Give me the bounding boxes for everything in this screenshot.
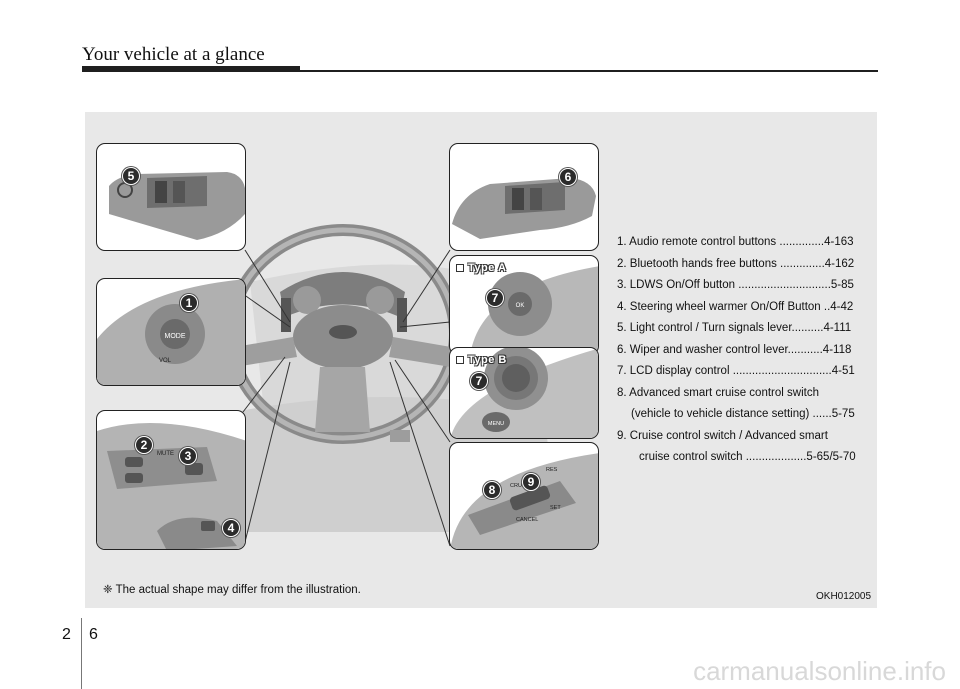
- inset-light-control-lever: [96, 143, 246, 251]
- vol-label: VOL: [159, 358, 172, 364]
- inset-lcd-control-type-a: OK Type A: [449, 255, 599, 355]
- mute-label: MUTE: [157, 451, 174, 457]
- figure-caption: ❈ The actual shape may differ from the i…: [103, 584, 361, 596]
- chapter-number: 2: [62, 626, 71, 643]
- cancel-label: CANCEL: [516, 517, 538, 523]
- header-rule-thick: [82, 66, 300, 72]
- legend-item: 5. Light control / Turn signals lever...…: [617, 322, 852, 334]
- callout-8: 8: [483, 481, 501, 499]
- inset-audio-remote-control: MODE VOL: [96, 278, 246, 386]
- set-label: SET: [550, 505, 561, 511]
- callout-3: 3: [179, 447, 197, 465]
- figure-code: OKH012005: [816, 591, 872, 602]
- type-a-label: Type A: [456, 262, 506, 274]
- watermark-text: carmanualsonline.info: [693, 656, 946, 686]
- inset-bluetooth-ldws-warmer: MUTE: [96, 410, 246, 550]
- inset-wiper-control-lever: [449, 143, 599, 251]
- legend-item: 1. Audio remote control buttons ........…: [617, 236, 854, 248]
- header-rule-thin: [300, 70, 878, 72]
- inset-cruise-control: CRUISE RES SET CANCEL: [449, 442, 599, 550]
- legend-list: 1. Audio remote control buttons ........…: [617, 232, 879, 469]
- legend-item: 3. LDWS On/Off button ..................…: [617, 279, 854, 291]
- legend-item: 8. Advanced smart cruise control switch(…: [617, 386, 855, 421]
- callout-7-type-b: 7: [470, 372, 488, 390]
- cruise-label: CRUISE: [510, 483, 531, 489]
- legend-item: 6. Wiper and washer control lever.......…: [617, 343, 852, 356]
- page-divider: [81, 618, 82, 689]
- illustration-panel: 5 6 MODE VOL 1 OK Type A 7: [85, 112, 877, 608]
- res-label: RES: [546, 467, 558, 473]
- callout-4: 4: [222, 519, 240, 537]
- callout-6: 6: [559, 168, 577, 186]
- page-header-title: Your vehicle at a glance: [82, 44, 265, 65]
- ok-button-label: OK: [516, 303, 525, 309]
- legend-item: 9. Cruise control switch / Advanced smar…: [617, 429, 856, 464]
- legend-item: 4. Steering wheel warmer On/Off Button .…: [617, 300, 854, 313]
- legend-item: 7. LCD display control .................…: [617, 365, 855, 377]
- callout-7-type-a: 7: [486, 289, 504, 307]
- inset-lcd-control-type-b: MENU Type B: [449, 347, 599, 439]
- type-b-label: Type B: [456, 354, 507, 366]
- callout-9: 9: [522, 473, 540, 491]
- mode-button-label: MODE: [165, 333, 186, 340]
- legend-item: 2. Bluetooth hands free buttons ........…: [617, 257, 855, 270]
- menu-button-label: MENU: [488, 421, 504, 427]
- callout-5: 5: [122, 167, 140, 185]
- page-number: 6: [89, 626, 98, 643]
- callout-2: 2: [135, 436, 153, 454]
- callout-1: 1: [180, 294, 198, 312]
